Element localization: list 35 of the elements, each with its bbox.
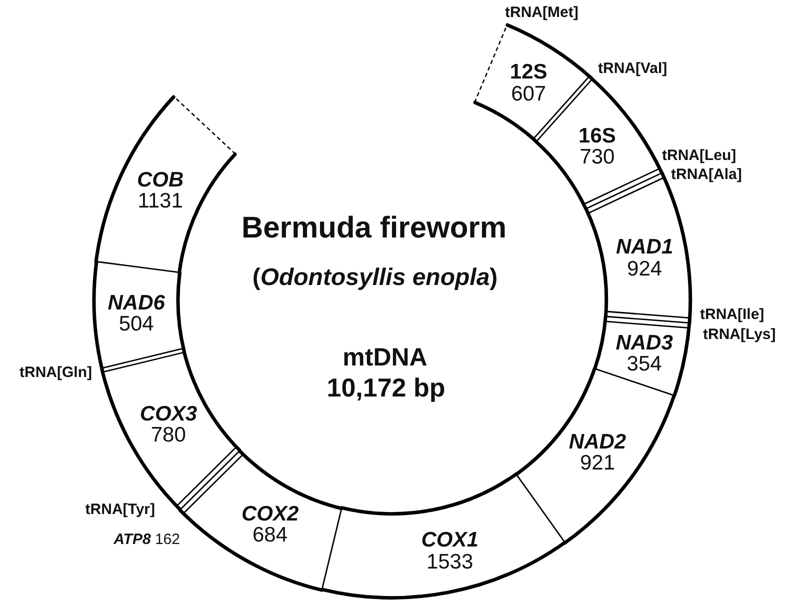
gene-name: NAD3 <box>616 332 673 354</box>
trna-label: tRNA[Lys] <box>703 326 776 344</box>
trna-label: tRNA[Ala] <box>671 166 742 184</box>
gene-length: 730 <box>578 147 616 168</box>
trna-label: tRNA[Leu] <box>662 148 736 164</box>
trna-label: tRNA[Ile] <box>700 306 764 324</box>
gene-name: NAD1 <box>616 236 674 258</box>
gene-name: COB <box>137 170 184 191</box>
gene-length: 684 <box>252 525 289 546</box>
gene-label: ATP8 162 <box>114 532 180 548</box>
gene-name: NAD6 <box>108 292 165 314</box>
gene-length: 354 <box>626 354 663 376</box>
diagram-title: Bermuda fireworm <box>241 212 507 244</box>
gene-length: 921 <box>578 452 616 474</box>
trna-label: tRNA[Tyr] <box>85 502 155 518</box>
ring-segment <box>92 260 186 372</box>
gene-length: 504 <box>118 314 155 336</box>
trna-label: tRNA[Gln] <box>20 364 92 382</box>
gene-name: COX1 <box>421 530 478 552</box>
ring-segment <box>178 448 344 592</box>
trna-label: tRNA[Met] <box>505 4 578 22</box>
gene-name: COX2 <box>241 504 299 526</box>
gene-name: NAD2 <box>568 431 626 453</box>
species-name: (Odontosyllis enopla) <box>252 264 498 292</box>
gene-length: 780 <box>150 424 187 446</box>
genome-size: 10,172 bp <box>326 374 446 402</box>
gene-length: 1131 <box>137 190 184 212</box>
gene-length: 1533 <box>425 551 474 573</box>
gene-length: 607 <box>510 83 548 105</box>
genome-label: mtDNA <box>342 344 428 372</box>
trna-label: tRNA[Val] <box>598 60 668 78</box>
gene-name: 16S <box>578 126 616 147</box>
gene-name: 12S <box>510 62 548 84</box>
gene-length: 924 <box>626 258 664 280</box>
gene-name: COX3 <box>140 403 197 425</box>
